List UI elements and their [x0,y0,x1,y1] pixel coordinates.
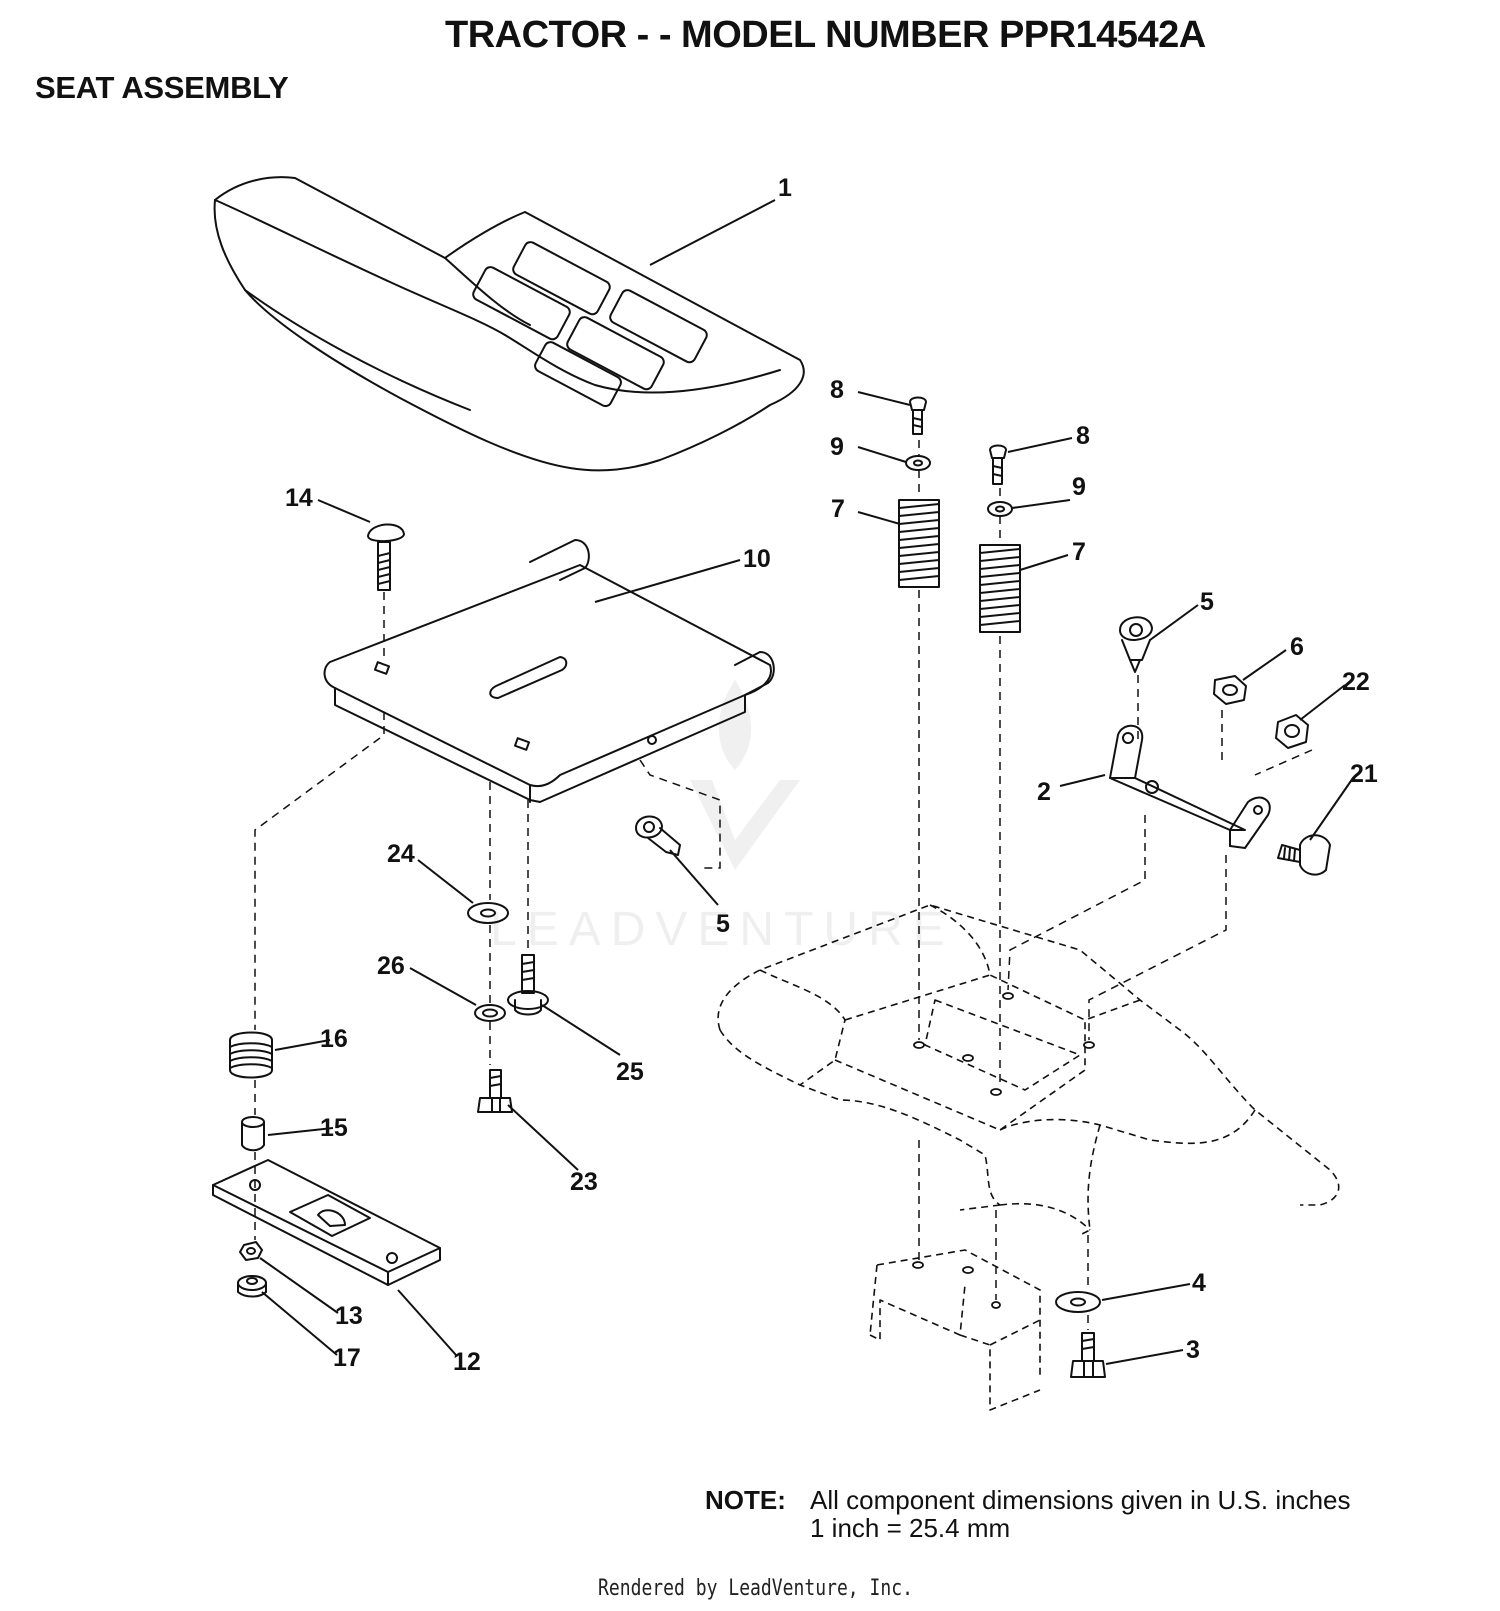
cap-screw [1070,1332,1106,1378]
callout-25: 25 [616,1058,644,1086]
page-title: TRACTOR - - MODEL NUMBER PPR14542A [445,14,1206,56]
callout-2: 2 [1037,778,1051,806]
callout-10: 10 [743,545,771,573]
callout-14: 14 [285,484,313,512]
lock-washer [474,1004,506,1022]
callout-8: 8 [830,376,844,404]
clip-lower [635,815,681,856]
callout-8: 8 [1076,422,1090,450]
callout-7: 7 [1072,538,1086,566]
shoulder-bolt [1277,834,1331,876]
flange-nut [1275,714,1309,749]
spacer-bushing [241,1116,265,1152]
flange-locknut [237,1275,267,1298]
leadventure-watermark: LEADVENTURE [490,680,955,956]
callout-15: 15 [320,1114,348,1142]
shoulder-bolt-right [989,444,1007,485]
fender-washer [1055,1291,1101,1313]
washer-right [987,501,1013,517]
callout-23: 23 [570,1168,598,1196]
callout-5: 5 [1200,588,1214,616]
callout-12: 12 [453,1348,481,1376]
section-title: SEAT ASSEMBLY [35,70,289,105]
spring-right [979,544,1021,633]
callout-1: 1 [778,174,792,202]
note-conversion: 1 inch = 25.4 mm [810,1513,1011,1543]
frame-mount-holes [912,992,1095,1309]
compression-spring [229,1031,273,1079]
watermark-text: LEADVENTURE [490,903,955,956]
callout-6: 6 [1290,633,1304,661]
callout-9: 9 [830,433,844,461]
seat-bracket [1109,724,1271,849]
note-label: NOTE: [705,1485,786,1515]
watermark-v-icon [690,780,800,870]
callout-5: 5 [716,910,730,938]
small-nut [239,1241,263,1261]
assembly-lines [254,440,1313,1330]
shoulder-bolt-left [909,396,927,435]
callout-21: 21 [1350,760,1378,788]
callout-9: 9 [1072,473,1086,501]
seat [213,176,805,472]
callout-labels: 1 8 9 8 7 9 7 14 10 5 6 22 2 21 24 5 26 … [285,174,1378,1376]
callout-16: 16 [320,1025,348,1053]
tractor-fender-frame [717,904,1340,1411]
callout-7: 7 [831,495,845,523]
note-text: All component dimensions given in U.S. i… [810,1485,1351,1515]
hex-bolt [477,1069,513,1113]
callout-17: 17 [333,1344,361,1372]
flat-washer [467,902,509,924]
callout-22: 22 [1342,668,1370,696]
callout-3: 3 [1186,1336,1200,1364]
callout-26: 26 [377,952,405,980]
clip-upper [1119,616,1153,673]
leader-lines [259,199,1354,1365]
callout-24: 24 [387,840,415,868]
carriage-bolt [367,523,405,591]
seat-pan [323,539,775,803]
flange-bolt [507,954,549,1016]
spring-left [898,499,940,588]
washer-left [905,455,931,471]
callout-4: 4 [1192,1269,1206,1297]
callout-13: 13 [335,1302,363,1330]
hex-nut [1213,675,1247,705]
seat-slide-plate [212,1159,441,1286]
render-credit: Rendered by LeadVenture, Inc. [598,1576,913,1601]
